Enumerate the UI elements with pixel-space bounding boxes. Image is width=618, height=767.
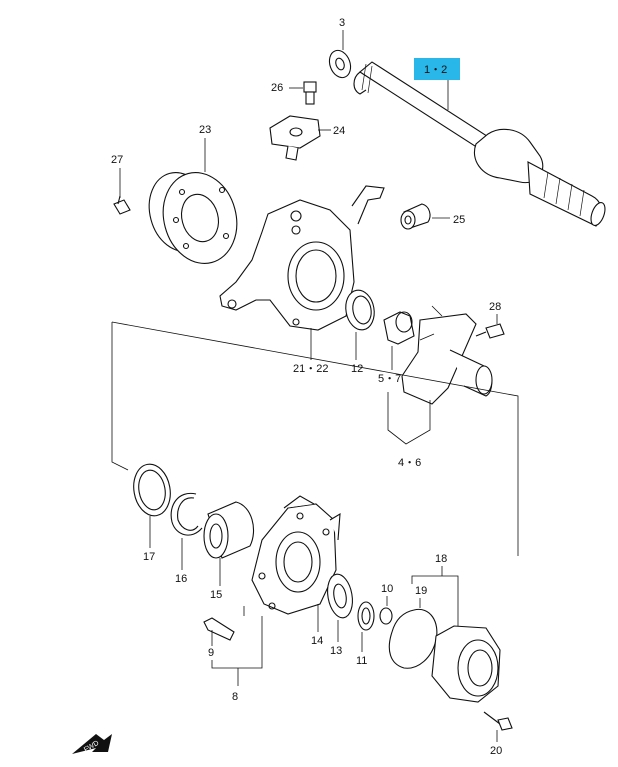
bushing-5-7[interactable]	[383, 311, 415, 345]
bolt-28[interactable]	[475, 323, 505, 339]
label-24[interactable]: 24	[333, 125, 345, 137]
label-25[interactable]: 25	[453, 214, 465, 226]
bolt-26[interactable]	[303, 81, 317, 105]
label-4-6[interactable]: 4・6	[398, 457, 421, 469]
label-11[interactable]: 11	[356, 655, 367, 667]
hub-cap-18[interactable]	[431, 625, 501, 703]
washer-3[interactable]	[326, 47, 354, 80]
label-5-7[interactable]: 5・7	[378, 373, 401, 385]
label-9[interactable]: 9	[208, 647, 214, 659]
label-3[interactable]: 3	[339, 17, 345, 29]
bearing-25[interactable]	[400, 203, 431, 230]
washer-10[interactable]	[379, 607, 393, 625]
gasket-19[interactable]	[388, 608, 438, 669]
label-26[interactable]: 26	[271, 82, 283, 94]
plate-24[interactable]	[269, 115, 321, 161]
label-12[interactable]: 12	[351, 363, 363, 375]
label-8[interactable]: 8	[232, 691, 238, 703]
hub-14[interactable]	[251, 495, 341, 615]
label-19[interactable]: 19	[415, 585, 427, 597]
fwd-arrow-icon	[72, 734, 112, 754]
label-21-22[interactable]: 21・22	[293, 363, 328, 375]
knuckle-21-22[interactable]	[219, 185, 385, 331]
part-1-2-highlight	[414, 58, 460, 80]
label-27[interactable]: 27	[111, 154, 123, 166]
group-bracket	[111, 321, 519, 556]
snap-ring-11[interactable]	[357, 601, 375, 631]
snap-ring-17[interactable]	[130, 461, 174, 518]
label-13[interactable]: 13	[330, 645, 342, 657]
seal-12[interactable]	[343, 288, 378, 332]
bolt-20[interactable]	[483, 711, 513, 731]
bearing-15[interactable]	[203, 501, 254, 559]
label-23[interactable]: 23	[199, 124, 211, 136]
hub-23[interactable]	[141, 164, 247, 272]
label-10[interactable]: 10	[381, 583, 393, 595]
washer-13[interactable]	[324, 572, 355, 619]
label-16[interactable]: 16	[175, 573, 187, 585]
label-20[interactable]: 20	[490, 745, 502, 757]
label-28[interactable]: 28	[489, 301, 501, 313]
stud-9[interactable]	[203, 617, 235, 641]
drive-shaft[interactable]	[353, 61, 608, 227]
bolt-27[interactable]	[113, 195, 131, 215]
spindle-4-6[interactable]	[401, 305, 493, 405]
circlip-16[interactable]	[170, 492, 203, 536]
label-15[interactable]: 15	[210, 589, 222, 601]
label-1-2[interactable]: 1・2	[424, 64, 447, 76]
label-14[interactable]: 14	[311, 635, 323, 647]
label-17[interactable]: 17	[143, 551, 155, 563]
label-18[interactable]: 18	[435, 553, 447, 565]
